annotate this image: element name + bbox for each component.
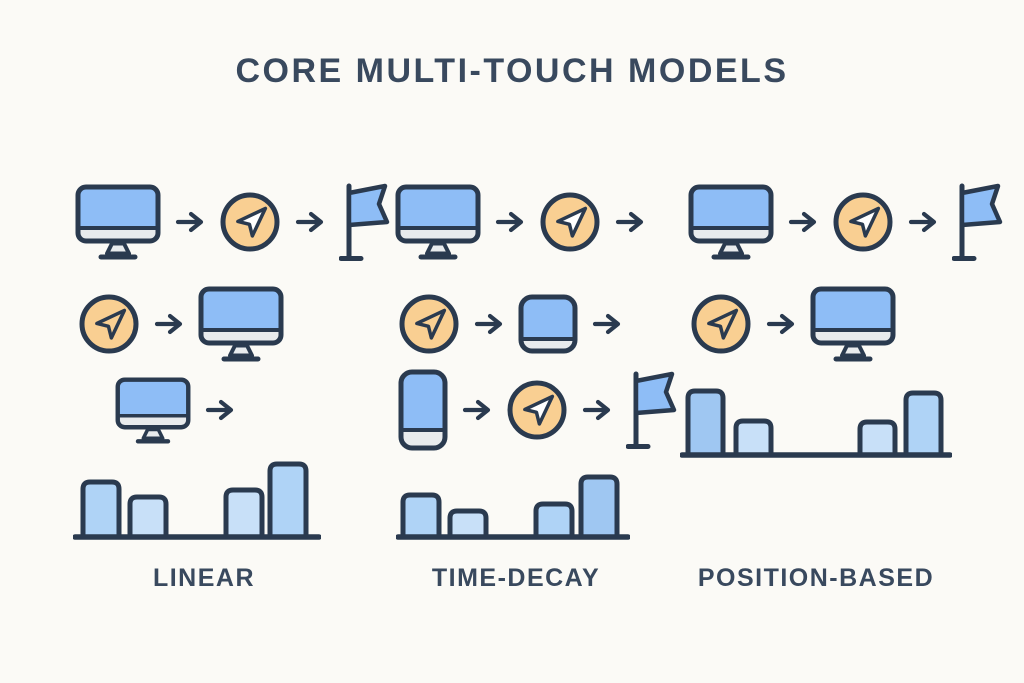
arrow-right-icon	[908, 209, 938, 235]
chart-bar	[223, 487, 265, 540]
chart-bar	[533, 501, 575, 540]
arrow-right-icon	[295, 209, 325, 235]
chart-bar	[80, 479, 122, 540]
arrow-right-icon	[592, 311, 622, 337]
click-cursor-icon	[506, 379, 568, 441]
journey-row	[398, 281, 624, 367]
monitor-icon	[115, 376, 191, 444]
click-cursor-icon	[398, 293, 460, 355]
arrow-right-icon	[615, 209, 645, 235]
attribution-bar-chart	[395, 474, 631, 540]
chart-bar	[447, 508, 489, 540]
click-cursor-icon	[690, 293, 752, 355]
arrow-right-icon	[495, 209, 525, 235]
chart-bar	[857, 419, 898, 458]
chart-bar	[127, 494, 169, 540]
click-cursor-icon	[539, 191, 601, 253]
goal-flag-icon	[626, 368, 680, 452]
chart-slot	[72, 454, 322, 547]
goal-flag-icon	[339, 180, 393, 264]
chart-slot	[679, 372, 953, 465]
page-title: CORE MULTI-TOUCH MODELS	[235, 52, 789, 90]
click-cursor-icon	[832, 191, 894, 253]
arrow-right-icon	[582, 397, 612, 423]
journey-rows	[380, 0, 677, 683]
monitor-icon	[810, 286, 896, 362]
phone-icon	[398, 369, 448, 451]
model-column-position-based: POSITION-BASED	[672, 0, 1003, 683]
journey-rows	[60, 0, 390, 683]
chart-slot	[395, 454, 631, 547]
monitor-icon	[688, 184, 774, 260]
journey-row	[690, 281, 896, 367]
arrow-right-icon	[462, 397, 492, 423]
chart-bar	[578, 474, 620, 540]
model-label: TIME-DECAY	[431, 564, 601, 592]
monitor-icon	[75, 184, 161, 260]
arrow-right-icon	[175, 209, 205, 235]
journey-row	[395, 179, 647, 265]
chart-bar	[903, 390, 944, 458]
model-column-linear: LINEAR	[60, 0, 390, 683]
model-label: LINEAR	[152, 564, 256, 592]
chart-bar	[685, 388, 726, 458]
arrow-right-icon	[788, 209, 818, 235]
monitor-icon	[395, 184, 481, 260]
chart-bar	[733, 418, 774, 458]
model-column-time-decay: TIME-DECAY	[380, 0, 677, 683]
journey-row	[398, 367, 680, 453]
arrow-right-icon	[474, 311, 504, 337]
click-cursor-icon	[219, 191, 281, 253]
journey-row	[75, 179, 393, 265]
model-label: POSITION-BASED	[697, 564, 935, 592]
chart-bar	[267, 461, 309, 540]
attribution-bar-chart	[72, 461, 322, 540]
click-cursor-icon	[78, 293, 140, 355]
arrow-right-icon	[154, 311, 184, 337]
chart-bar	[400, 492, 442, 540]
tablet-icon	[518, 294, 578, 355]
arrow-right-icon	[766, 311, 796, 337]
attribution-bar-chart	[679, 388, 953, 458]
arrow-right-icon	[205, 397, 235, 423]
goal-flag-icon	[952, 180, 1006, 264]
monitor-icon	[198, 286, 284, 362]
journey-rows	[672, 0, 1003, 683]
journey-row	[688, 179, 1006, 265]
journey-row	[115, 367, 237, 453]
journey-row	[78, 281, 284, 367]
